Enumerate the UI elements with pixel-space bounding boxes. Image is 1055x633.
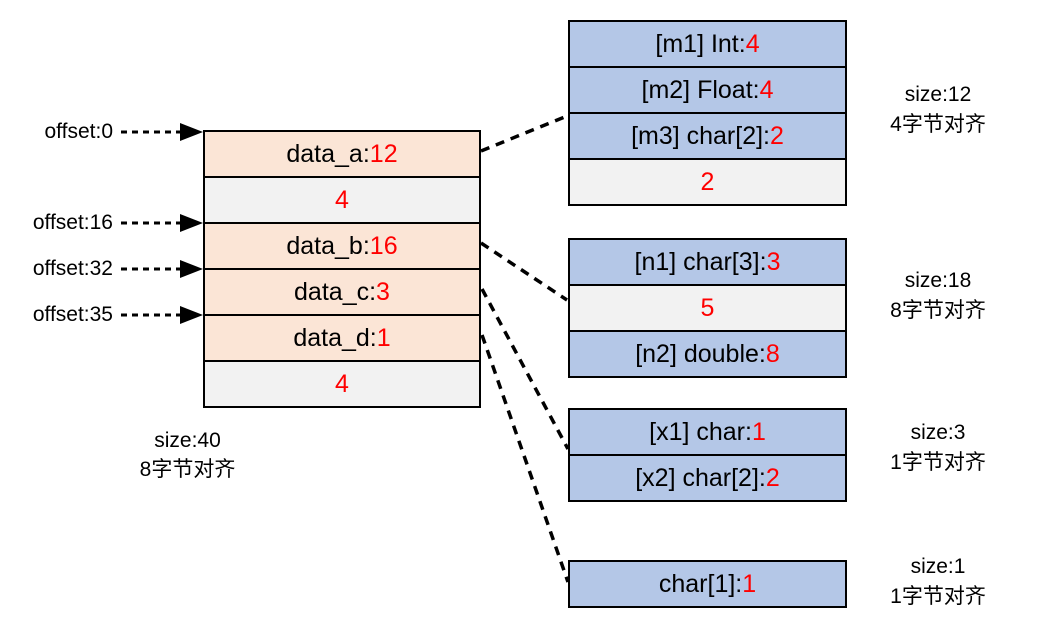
member-name: [x2] char[2]: <box>635 463 766 492</box>
connector-data-b <box>480 241 568 302</box>
padding-size: 4 <box>335 369 349 398</box>
member-size: 4 <box>745 29 760 58</box>
field-size: 1 <box>376 323 391 352</box>
struct-row-m2: [m2] Float:4 <box>570 66 845 112</box>
offset-label-32: offset:32 <box>32 257 113 280</box>
field-size: 12 <box>369 139 398 168</box>
struct-row-padding-1: 4 <box>205 176 479 222</box>
member-name: [m1] Int: <box>655 29 746 58</box>
substruct-char-box: char[1]:1 <box>568 560 847 608</box>
member-size: 1 <box>742 569 757 598</box>
padding-size: 5 <box>700 293 715 322</box>
field-name: data_d: <box>293 323 377 352</box>
struct-row-data-d: data_d:1 <box>205 314 479 360</box>
struct-row-m1: [m1] Int:4 <box>570 22 845 66</box>
align-text: 1字节对齐 <box>890 585 986 608</box>
member-name: [n2] double: <box>635 339 766 368</box>
main-size-text: size:40 <box>154 429 221 452</box>
offset-label-16: offset:16 <box>32 211 113 234</box>
offset-label-35: offset:35 <box>32 303 113 326</box>
connector-data-a <box>480 114 568 153</box>
field-name: data_b: <box>286 231 370 260</box>
member-size: 3 <box>766 247 781 276</box>
struct-row-n2: [n2] double:8 <box>570 330 845 376</box>
align-text: 1字节对齐 <box>890 451 986 474</box>
offset-arrow-16 <box>121 214 203 232</box>
member-name: [x1] char: <box>649 417 752 446</box>
substruct-x-box: [x1] char:1 [x2] char[2]:2 <box>568 408 847 502</box>
member-size: 2 <box>765 463 780 492</box>
member-size: 4 <box>759 75 774 104</box>
offset-label-0: offset:0 <box>44 120 114 143</box>
size-text: size:18 <box>904 269 972 292</box>
substruct-m-box: [m1] Int:4 [m2] Float:4 [m3] char[2]:2 2 <box>568 20 847 206</box>
struct-row-data-c: data_c:3 <box>205 268 479 314</box>
member-name: [n1] char[3]: <box>634 247 767 276</box>
struct-row-n1: [n1] char[3]:3 <box>570 240 845 284</box>
offset-arrow-35 <box>121 306 203 324</box>
member-size: 1 <box>751 417 766 446</box>
struct-row-padding-2: 4 <box>205 360 479 406</box>
member-size: 8 <box>765 339 780 368</box>
struct-row-n-padding: 5 <box>570 284 845 330</box>
substruct-m-size-label: size:12 4字节对齐 <box>858 80 1018 140</box>
member-size: 2 <box>770 121 784 150</box>
main-align-text: 8字节对齐 <box>139 458 236 481</box>
member-name: [m2] Float: <box>641 75 760 104</box>
align-text: 4字节对齐 <box>890 113 986 136</box>
struct-row-m3: [m3] char[2]:2 <box>570 112 845 158</box>
substruct-x-size-label: size:3 1字节对齐 <box>858 418 1018 478</box>
substruct-char-size-label: size:1 1字节对齐 <box>858 552 1018 612</box>
main-size-label: size:40 8字节对齐 <box>95 426 280 484</box>
padding-size: 2 <box>700 167 715 196</box>
field-name: data_c: <box>294 277 377 306</box>
connector-data-c <box>480 288 570 450</box>
struct-row-x2: [x2] char[2]:2 <box>570 454 845 500</box>
size-text: size:12 <box>904 83 972 106</box>
field-name: data_a: <box>286 139 370 168</box>
struct-row-char1: char[1]:1 <box>570 562 845 606</box>
member-name: char[1]: <box>658 569 743 598</box>
main-struct-box: data_a:12 4 data_b:16 data_c:3 data_d:1 … <box>203 130 481 408</box>
struct-row-data-a: data_a:12 <box>205 132 479 176</box>
struct-row-m-padding: 2 <box>570 158 845 204</box>
member-name: [m3] char[2]: <box>631 121 771 150</box>
field-size: 3 <box>376 277 390 306</box>
offset-arrow-32 <box>121 260 203 278</box>
offset-arrow-0 <box>121 123 203 141</box>
size-text: size:1 <box>910 555 966 578</box>
struct-row-data-b: data_b:16 <box>205 222 479 268</box>
size-text: size:3 <box>910 421 966 444</box>
align-text: 8字节对齐 <box>890 299 986 322</box>
substruct-n-box: [n1] char[3]:3 5 [n2] double:8 <box>568 238 847 378</box>
struct-row-x1: [x1] char:1 <box>570 410 845 454</box>
substruct-n-size-label: size:18 8字节对齐 <box>858 266 1018 326</box>
connector-data-d <box>480 334 570 583</box>
padding-size: 4 <box>335 185 349 214</box>
field-size: 16 <box>369 231 398 260</box>
